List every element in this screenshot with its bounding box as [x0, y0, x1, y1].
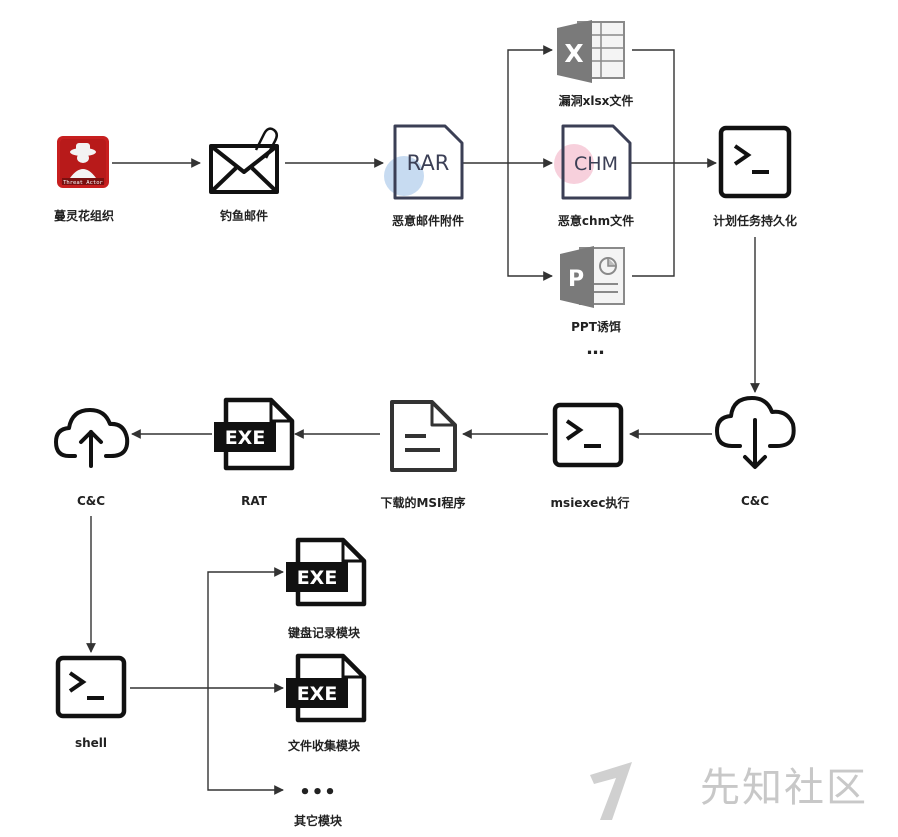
- label-msi: 下载的MSI程序: [380, 496, 466, 510]
- label-malicious-attachment: 恶意邮件附件: [391, 214, 465, 228]
- exe-icon-keylog: EXE: [286, 537, 367, 607]
- powerpoint-icon-text: P: [568, 267, 584, 292]
- exe-icon-text-filecol: EXE: [297, 683, 338, 705]
- exe-icon-text-rat: EXE: [225, 427, 266, 449]
- line-xlsx-to-task: [632, 49, 675, 163]
- chm-icon-text: CHM: [574, 153, 618, 175]
- label-phishing-email: 钓鱼邮件: [219, 209, 269, 223]
- watermark-text: 先知社区: [700, 765, 868, 811]
- cloud-download-icon: [715, 396, 796, 469]
- excel-icon-text: X: [564, 39, 583, 68]
- exe-icon-text-keylog: EXE: [297, 567, 338, 589]
- cloud-upload-icon: [54, 408, 130, 468]
- label-xlsx: 漏洞xlsx文件: [558, 94, 634, 108]
- label-chm: 恶意chm文件: [557, 214, 635, 228]
- arrow-rar-to-xlsx: [507, 45, 553, 163]
- document-icon: [390, 400, 457, 472]
- arrow-to-more: [207, 688, 284, 795]
- terminal-icon-msiexec: [552, 402, 624, 468]
- connectors: [86, 45, 760, 795]
- label-msiexec: msiexec执行: [550, 496, 630, 510]
- terminal-icon-shell: [55, 655, 127, 719]
- line-ppt-to-task: [632, 163, 675, 277]
- rar-icon-text: RAR: [407, 151, 450, 175]
- watermark-logo: [590, 762, 632, 820]
- label-scheduled-task: 计划任务持久化: [712, 214, 798, 228]
- label-keylogger: 键盘记录模块: [287, 626, 361, 640]
- label-cc-download: C&C: [740, 494, 770, 508]
- more-modules-icon: •••: [299, 782, 337, 803]
- label-other-modules: 其它模块: [293, 814, 343, 828]
- terminal-icon-task: [718, 125, 792, 199]
- label-file-collector: 文件收集模块: [287, 739, 361, 753]
- label-more-attachments: …: [586, 338, 606, 359]
- label-ppt: PPT诱饵: [571, 320, 621, 334]
- threat-actor-icon: Threat Actor: [57, 136, 109, 188]
- label-cc-upload: C&C: [76, 494, 106, 508]
- rar-file-icon: RAR: [384, 124, 464, 200]
- arrow-rar-to-ppt: [507, 163, 553, 281]
- threat-actor-badge: Threat Actor: [63, 180, 103, 186]
- powerpoint-icon: P: [560, 246, 625, 308]
- chm-file-icon: CHM: [554, 124, 632, 200]
- arrow-to-keylog: [207, 567, 284, 688]
- label-rat: RAT: [241, 494, 267, 508]
- label-threat-actor: 蔓灵花组织: [53, 209, 115, 223]
- exe-icon-rat: EXE: [214, 397, 295, 471]
- envelope-icon: [209, 127, 279, 194]
- excel-icon: X: [557, 20, 625, 83]
- exe-icon-filecol: EXE: [286, 653, 367, 723]
- label-shell: shell: [74, 736, 108, 750]
